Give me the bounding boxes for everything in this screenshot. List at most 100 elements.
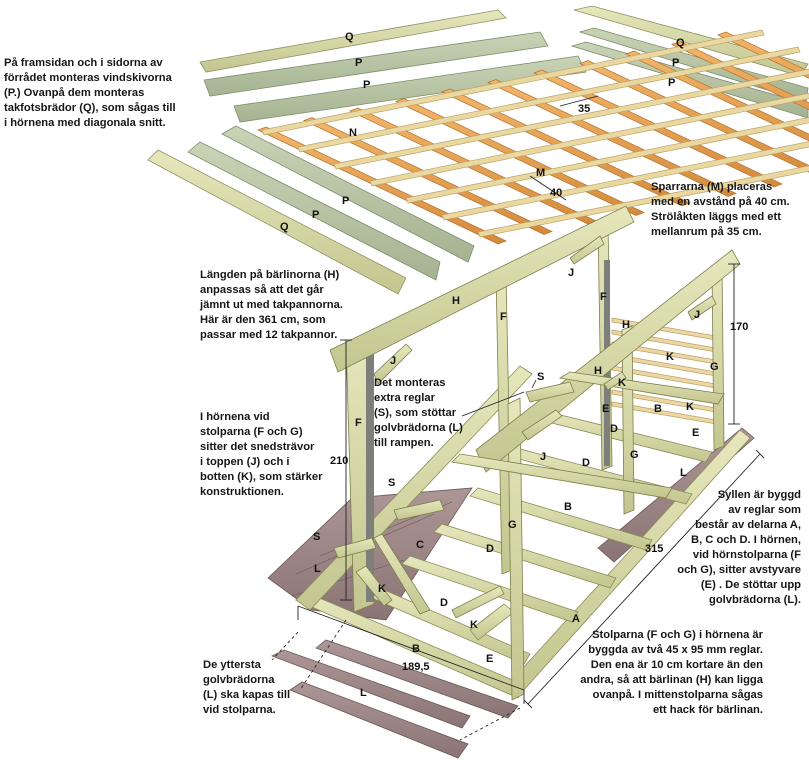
- label-l-loose: L: [360, 687, 367, 699]
- post-g-rear: [711, 265, 725, 451]
- label-f-mid: F: [500, 311, 507, 323]
- brace-k-front2: [373, 533, 431, 615]
- note-line: Den ena är 10 cm kortare än den: [590, 659, 763, 671]
- note-line: i hörnena med diagonala snitt.: [4, 117, 166, 129]
- extra-reg-s-3: [525, 381, 575, 403]
- note-line: B, C och D. I hörnen,: [690, 534, 801, 546]
- note-vindskivor: På framsidan och i sidorna av förrådet mo…: [4, 56, 176, 131]
- note-line: På framsidan och i sidorna av: [4, 57, 163, 69]
- label-d-3: D: [486, 543, 494, 555]
- note-line: består av delarna A,: [695, 519, 801, 531]
- note-line: botten (K), som stärker: [200, 471, 323, 483]
- board-p-top-2: [233, 55, 587, 123]
- batten-n: [441, 141, 809, 221]
- label-f-front: F: [355, 417, 362, 429]
- label-j-right: J: [694, 309, 700, 321]
- note-line: till rampen.: [374, 437, 434, 449]
- note-line: Syllen är byggd: [717, 489, 801, 501]
- batten-n: [369, 92, 809, 187]
- label-m: M: [536, 167, 545, 179]
- note-line: och G), sitter avstyvare: [677, 564, 801, 576]
- label-g-front: G: [508, 519, 517, 531]
- note-line: (E) . De stöttar upp: [700, 579, 801, 591]
- note-line: andra, så att bärlinan (H) kan ligga: [580, 674, 763, 686]
- note-line: Det monteras: [374, 377, 446, 389]
- posts-and-beams: [329, 205, 741, 701]
- label-g-mid: G: [630, 449, 639, 461]
- label-p-top-1: P: [355, 57, 362, 69]
- label-s-ramp: S: [313, 531, 320, 543]
- label-d-4: D: [440, 597, 448, 609]
- post-g-mid: [621, 325, 635, 515]
- label-d-1: D: [610, 423, 618, 435]
- label-k-right: K: [686, 401, 694, 413]
- label-h-left: H: [452, 295, 460, 307]
- note-line: vid hörnstolparna (F: [692, 549, 801, 561]
- board-p-front-1: [221, 125, 475, 263]
- label-n: N: [349, 127, 357, 139]
- cross-beam-mid: [558, 371, 725, 405]
- dim-315: 315: [645, 543, 663, 555]
- note-line: förrådet monteras vindskivorna: [4, 72, 172, 84]
- note-line: jämnt ut med takpannorna.: [200, 299, 343, 311]
- label-b-front: B: [412, 643, 420, 655]
- beam-h-left: [329, 205, 635, 373]
- note-line: Stolparna (F och G) i hörnena är: [592, 629, 763, 641]
- note-line: sitter det snedsträvor: [200, 441, 315, 453]
- floor-loose-2: [289, 681, 469, 759]
- note-line: (S), som stöttar: [374, 407, 457, 419]
- label-d-2: D: [582, 457, 590, 469]
- brace-k-rear: [603, 371, 627, 391]
- board-q-front: [147, 149, 407, 295]
- label-s-top: S: [537, 371, 544, 383]
- note-line: stolparna (F och G): [200, 426, 303, 438]
- roof-boards-front: [147, 125, 475, 295]
- label-q-top: Q: [345, 31, 354, 43]
- label-k-front: K: [378, 583, 386, 595]
- note-line: mellanrum på 35 cm.: [651, 226, 762, 238]
- label-c: C: [416, 539, 424, 551]
- dim-170: 170: [730, 321, 748, 333]
- label-h-mid: H: [594, 365, 602, 377]
- dimension-lines: [271, 95, 765, 741]
- note-line: golvbrädorna (L).: [709, 594, 801, 606]
- rafter-m: [395, 98, 645, 216]
- callout-lines: [461, 379, 537, 417]
- floor-loose-3: [315, 639, 519, 719]
- label-j-mid: J: [540, 451, 546, 463]
- label-g-rear: G: [710, 361, 719, 373]
- note-line: I hörnena vid: [200, 411, 270, 423]
- note-line: takfotsbrädor (Q), som sågas till: [4, 102, 176, 114]
- note-line: golvbrädorna (L): [374, 422, 463, 434]
- dim-35: 35: [578, 103, 590, 115]
- label-e-rear: E: [602, 403, 609, 415]
- board-q-top: [199, 9, 507, 73]
- roof-boards-top-left: [199, 9, 587, 123]
- label-h-right: H: [622, 319, 630, 331]
- brace-k-front: [355, 565, 393, 607]
- rafter-m: [671, 41, 809, 110]
- note-line: Längden på bärlinorna (H): [200, 269, 340, 281]
- note-line: De yttersta: [203, 659, 261, 671]
- brace-j-right: [687, 295, 717, 321]
- part-labels: Q P P Q P P N M P P Q H J F F J H K J G …: [280, 31, 719, 699]
- label-l-right: L: [680, 467, 687, 479]
- note-barlinor: Längden på bärlinorna (H)anpassas så att…: [200, 268, 343, 343]
- dim-189: 189,5: [402, 661, 430, 673]
- label-k-rear: K: [618, 377, 626, 389]
- label-e-right: E: [692, 427, 699, 439]
- sill-d-3: [433, 523, 617, 589]
- label-p-front-2: P: [312, 209, 319, 221]
- batten-n: [405, 117, 809, 204]
- label-q-front: Q: [280, 221, 289, 233]
- label-r: K: [666, 351, 674, 363]
- batten-n: [333, 68, 809, 170]
- brace-j-rear: [569, 235, 605, 265]
- note-line: Sparrarna (M) placeras: [651, 181, 773, 193]
- note-line: extra reglar: [374, 392, 435, 404]
- dim-210: 210: [330, 455, 348, 467]
- label-f-rear: F: [600, 291, 607, 303]
